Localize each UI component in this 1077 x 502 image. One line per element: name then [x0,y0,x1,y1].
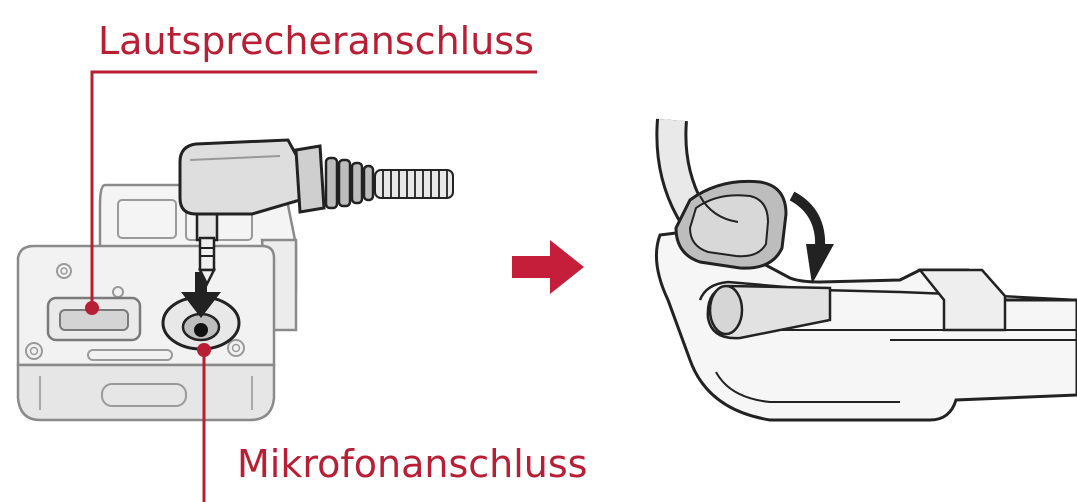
microphone-port-label: Mikrofonanschluss [237,445,587,483]
curved-arrow-icon [792,196,834,284]
right-arrow-icon [512,240,584,294]
speaker-port-label: Lautsprecheranschluss [98,22,534,60]
